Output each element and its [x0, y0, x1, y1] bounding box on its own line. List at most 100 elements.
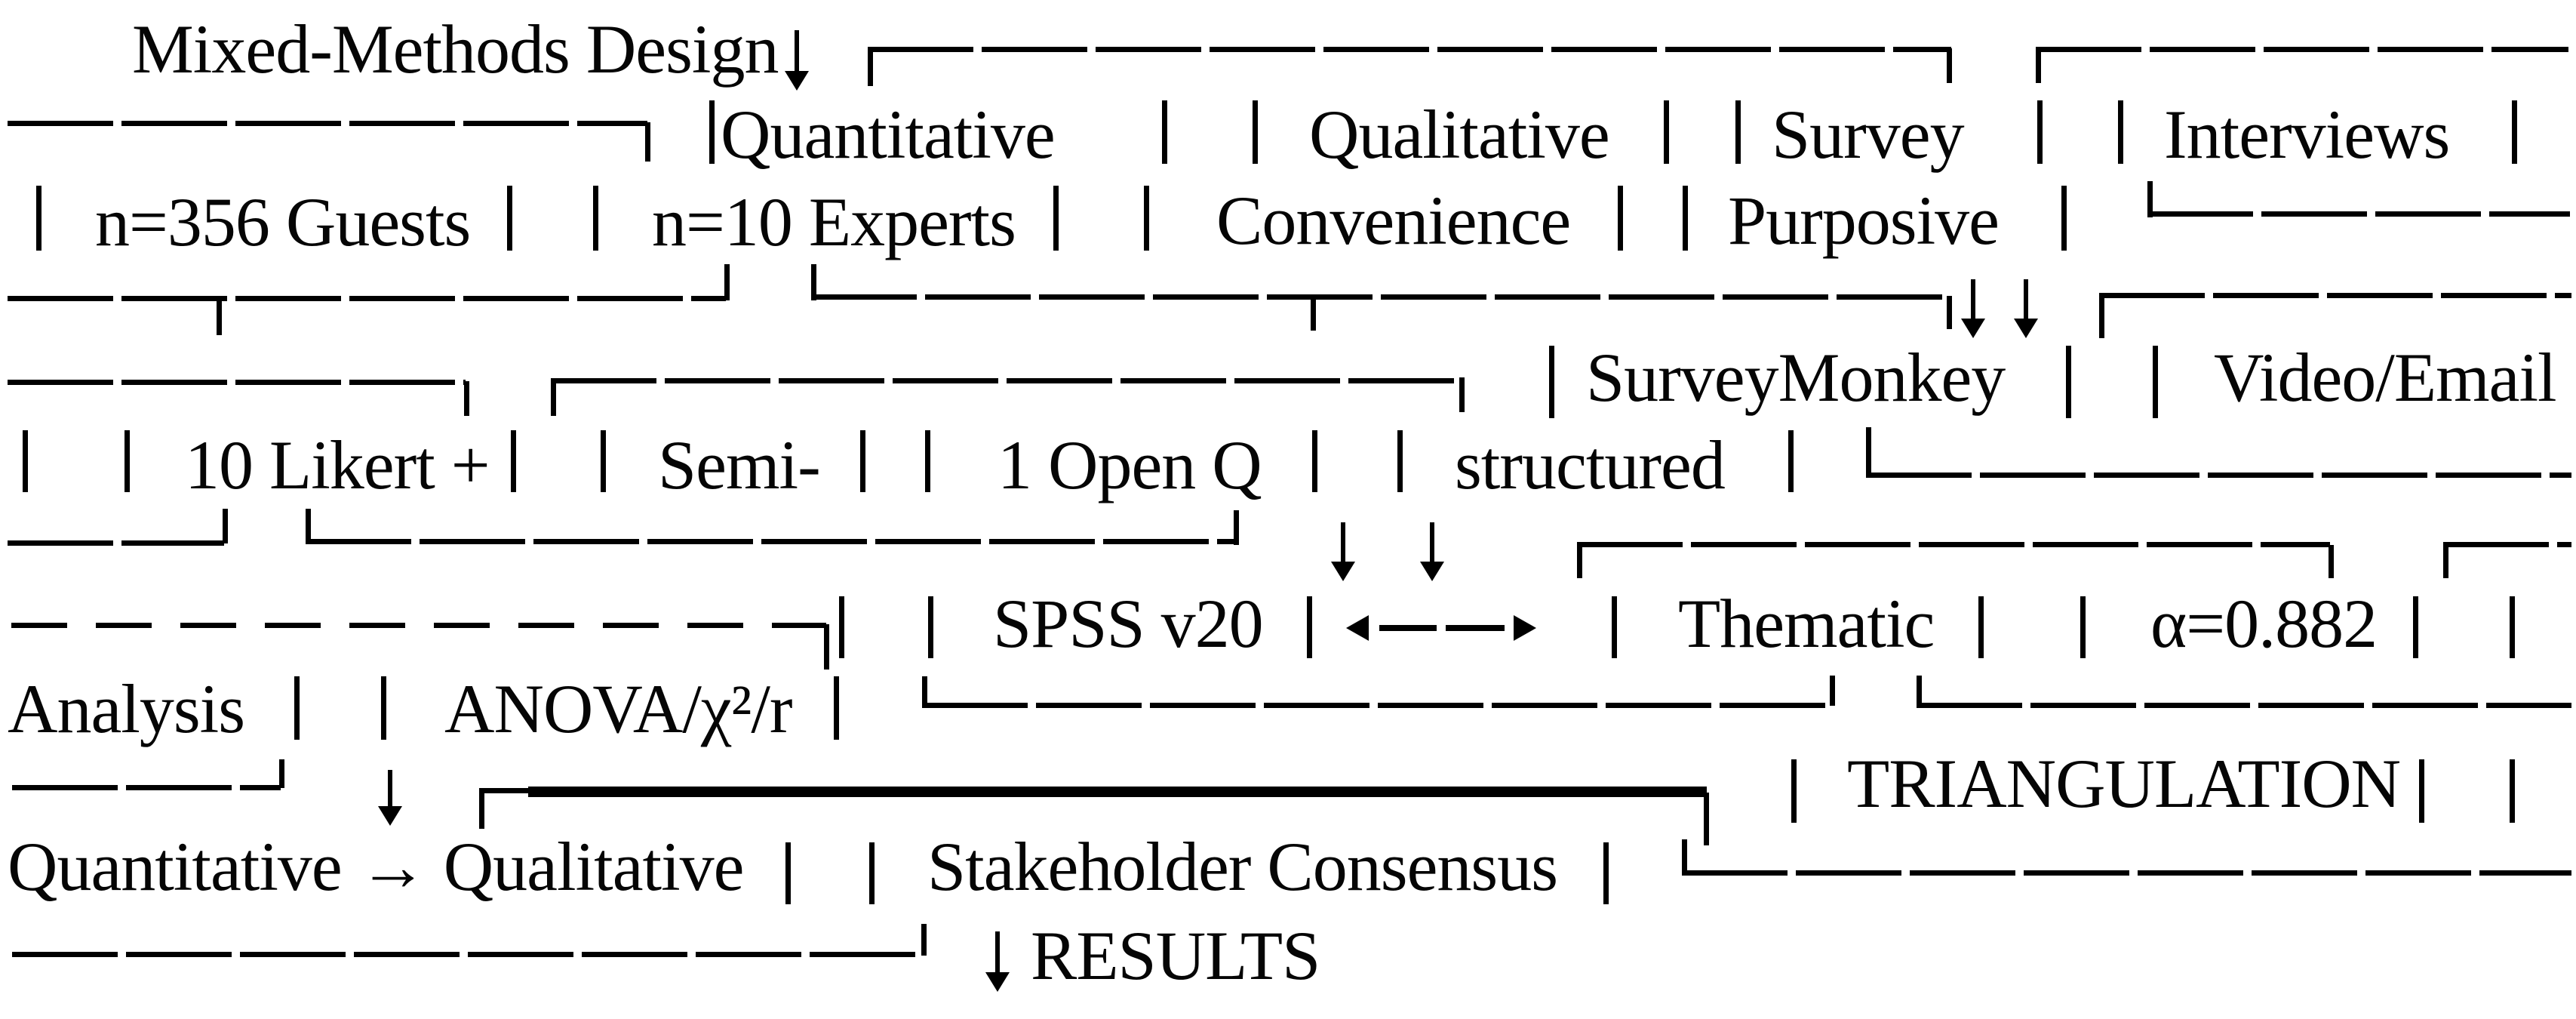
pipe-9 — [507, 186, 512, 251]
pipe-41 — [2510, 759, 2515, 823]
pipe-36 — [294, 676, 300, 740]
pipe-40 — [2419, 759, 2424, 823]
pipe-20 — [124, 430, 130, 492]
pipe-19 — [23, 430, 28, 492]
arrow-stem — [1971, 279, 1975, 320]
connector-line-12 — [1577, 542, 2330, 547]
pipe-18 — [2153, 346, 2158, 418]
double-arrow-ltri — [1346, 615, 1369, 641]
pipe-0 — [709, 100, 715, 164]
connector-line-20 — [1682, 870, 2571, 876]
corner-tick-13 — [1459, 377, 1465, 412]
arrow-stem — [388, 770, 392, 808]
label-surveymonkey: SurveyMonkey — [1586, 339, 2006, 416]
connector-line-14 — [11, 623, 826, 628]
connector-line-6 — [2099, 293, 2571, 298]
arrow-stem — [795, 30, 799, 72]
pipe-12 — [1144, 186, 1149, 251]
connector-line-2 — [8, 121, 647, 126]
connector-line-8 — [551, 378, 1461, 383]
arrow-head — [1420, 562, 1444, 581]
label-spss-v20: SPSS v20 — [993, 585, 1264, 662]
pipe-10 — [593, 186, 598, 251]
connector-line-13 — [2443, 542, 2571, 547]
corner-tick-15 — [223, 509, 228, 543]
corner-tick-8 — [1311, 296, 1316, 331]
connector-line-16 — [1917, 703, 2571, 708]
corner-tick-21 — [824, 624, 829, 670]
pipe-25 — [1312, 430, 1317, 492]
pipe-42 — [785, 842, 791, 904]
label-anova-chi2-r: ANOVA/χ²/r — [444, 670, 793, 747]
pipe-39 — [1791, 759, 1797, 823]
pipe-3 — [1664, 100, 1669, 164]
down-arrow-icon-1 — [1961, 279, 1985, 338]
pipe-44 — [1603, 842, 1609, 904]
pipe-29 — [928, 596, 933, 658]
pipe-24 — [925, 430, 930, 492]
connector-line-9 — [1866, 473, 2571, 478]
pipe-16 — [1549, 346, 1554, 418]
down-arrow-icon-3 — [1331, 522, 1355, 581]
pipe-4 — [1735, 100, 1741, 164]
pipe-28 — [839, 596, 844, 658]
arrow-head — [1961, 319, 1985, 338]
label-semi: Semi- — [658, 426, 821, 503]
corner-tick-7 — [811, 264, 816, 300]
connector-line-11 — [306, 539, 1235, 544]
corner-tick-25 — [279, 759, 284, 788]
pipe-43 — [869, 842, 875, 904]
label-survey: Survey — [1772, 96, 1965, 173]
corner-tick-19 — [2329, 545, 2334, 578]
connector-line-1 — [2036, 47, 2568, 52]
corner-tick-0 — [868, 48, 873, 86]
connector-line-7 — [8, 380, 466, 385]
pipe-37 — [381, 676, 386, 740]
pipe-32 — [1978, 596, 1984, 658]
connector-line-19 — [528, 787, 1707, 797]
label-n-356-guests: n=356 Guests — [95, 183, 471, 260]
corner-tick-17 — [1234, 510, 1239, 545]
down-arrow-icon-2 — [2014, 279, 2038, 338]
corner-tick-5 — [217, 299, 222, 335]
arrow-head — [985, 972, 1010, 992]
label-interviews: Interviews — [2164, 96, 2450, 173]
label-convenience: Convenience — [1216, 182, 1571, 259]
pipe-8 — [36, 186, 41, 251]
pipe-27 — [1788, 430, 1794, 492]
pipe-38 — [834, 676, 839, 740]
corner-tick-24 — [1917, 676, 1922, 706]
label-one-open-q: 1 Open Q — [998, 426, 1262, 503]
corner-tick-11 — [464, 381, 469, 416]
corner-tick-27 — [1704, 793, 1709, 845]
label-n-10-experts: n=10 Experts — [652, 183, 1016, 260]
double-arrow-dash1 — [1379, 625, 1437, 631]
pipe-34 — [2413, 596, 2418, 658]
corner-tick-2 — [2036, 48, 2041, 83]
corner-tick-3 — [645, 122, 650, 162]
pipe-33 — [2080, 596, 2086, 658]
connector-line-10 — [8, 540, 224, 546]
arrow-stem — [1341, 522, 1345, 563]
label-analysis: Analysis — [8, 670, 245, 747]
label-mixed-methods-design-title: Mixed-Methods Design — [132, 11, 779, 88]
pipe-15 — [2061, 186, 2067, 251]
corner-tick-22 — [922, 676, 927, 707]
pipe-35 — [2510, 596, 2515, 658]
label-triangulation: TRIANGULATION — [1847, 745, 2401, 822]
connector-line-21 — [12, 952, 923, 957]
double-arrow-rtri — [1514, 615, 1536, 641]
double-arrow-icon — [1346, 613, 1536, 643]
arrow-stem — [1430, 522, 1434, 563]
pipe-13 — [1618, 186, 1623, 251]
pipe-31 — [1612, 596, 1617, 658]
connector-line-17 — [12, 785, 281, 790]
arrow-head — [785, 71, 809, 91]
label-structured: structured — [1455, 426, 1726, 503]
corner-tick-9 — [1947, 296, 1952, 329]
corner-tick-12 — [551, 381, 556, 416]
pipe-22 — [601, 430, 606, 492]
label-ten-likert: 10 Likert + — [185, 426, 490, 503]
corner-tick-23 — [1830, 676, 1835, 706]
